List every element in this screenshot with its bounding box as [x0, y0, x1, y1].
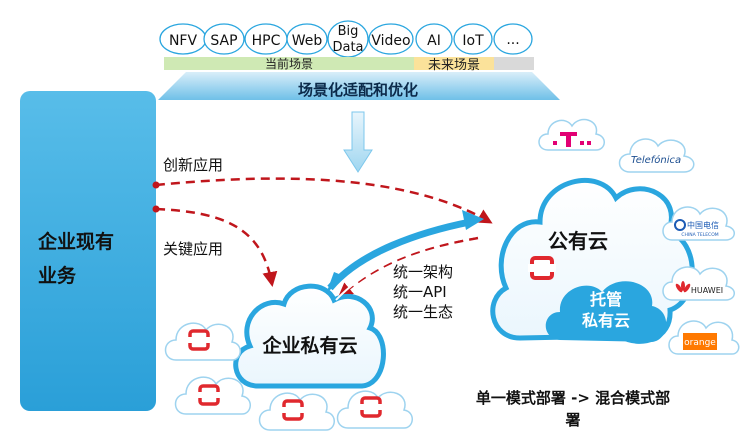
unify-api-label: 统一API [393, 283, 447, 301]
pill-nfv-label: NFV [169, 33, 198, 49]
openstack-icon [196, 384, 222, 406]
pill-video-label: Video [371, 33, 410, 49]
telefonica-logo-cloud: Telefónica [618, 138, 695, 173]
adaptation-band [158, 72, 560, 100]
orange-logo-text: orange [684, 338, 716, 348]
public-cloud-label: 公有云 [548, 229, 608, 253]
pill-web: Web [286, 23, 328, 55]
telekom-logo-cloud [538, 118, 605, 151]
small-private-cloud-4 [336, 390, 413, 429]
private-cloud-label: 企业私有云 [261, 334, 357, 357]
enterprise-business-panel [20, 91, 156, 411]
openstack-icon-public [528, 256, 556, 280]
pill-web-label: Web [292, 33, 323, 49]
enterprise-title-line1: 企业现有 [37, 230, 114, 253]
key-flow-arrow [155, 207, 278, 287]
unify-architecture-label: 统一架构 [393, 263, 453, 281]
pill-video: Video [368, 23, 414, 55]
pill-big-label: Big [338, 24, 359, 39]
enterprise-private-cloud [233, 283, 386, 389]
pill-data-label: Data [332, 40, 363, 55]
pill-nfv: NFV [159, 23, 207, 55]
china-telecom-icon [674, 219, 686, 231]
enterprise-title-line2: 业务 [38, 264, 77, 287]
openstack-icon [186, 329, 212, 351]
small-private-cloud-3 [258, 392, 335, 431]
footer-line2: 署 [564, 411, 580, 429]
pill-sap: SAP [203, 23, 245, 55]
china-telecom-logo-text-en: CHINA TELECOM [681, 232, 718, 238]
pill-sap-label: SAP [210, 33, 237, 49]
footer-line1: 单一模式部署 -> 混合模式部 [476, 389, 670, 407]
small-private-cloud-2 [174, 376, 251, 415]
pill-hpc-label: HPC [252, 33, 281, 49]
current-scenario-label: 当前场景 [265, 56, 313, 71]
pill-big-data: Big Data [327, 20, 369, 58]
current-scenario-bar [164, 57, 414, 70]
telefonica-logo-text: Telefónica [631, 154, 681, 166]
huawei-flower-icon [675, 281, 691, 293]
public-to-private-dashed-arrow [337, 236, 479, 298]
key-app-label: 关键应用 [163, 240, 223, 258]
pill-ai: AI [415, 23, 453, 55]
hosted-private-cloud [545, 281, 667, 342]
pill-hpc: HPC [244, 23, 288, 55]
blue-link-arrowhead-private [326, 272, 344, 294]
innovation-app-label: 创新应用 [163, 156, 223, 174]
hosted-cloud-label-line1: 托管 [590, 290, 622, 309]
huawei-logo-text: HUAWEI [691, 286, 723, 295]
telekom-t-stem [566, 133, 571, 147]
innovation-flow-arrow [155, 177, 493, 224]
more-scenario-bar [494, 57, 534, 70]
future-scenario-label: 未来场景 [428, 58, 480, 73]
openstack-icon [358, 396, 384, 418]
orange-logo-cloud: orange [668, 320, 740, 355]
down-arrow [343, 111, 373, 173]
unify-ecosystem-label: 统一生态 [393, 303, 453, 321]
china-telecom-logo-cloud: 中国电信 CHINA TELECOM [662, 206, 735, 241]
huawei-logo-cloud: HUAWEI [662, 266, 735, 301]
pill-more-label: ... [506, 32, 519, 48]
small-private-cloud-1 [164, 322, 241, 361]
china-telecom-logo-text: 中国电信 [687, 220, 719, 230]
pill-ai-label: AI [427, 33, 441, 49]
blue-link-arrow-highlight [335, 235, 477, 301]
pill-more: ... [493, 23, 533, 55]
pill-iot: IoT [453, 23, 493, 55]
orange-logo-box [683, 333, 717, 350]
pill-iot-label: IoT [462, 33, 484, 49]
scenario-pills: NFV SAP HPC Web Big Data Video AI [159, 20, 533, 58]
openstack-icon [280, 399, 306, 421]
future-scenario-bar [414, 57, 494, 70]
hosted-cloud-label-line2: 私有云 [582, 311, 630, 330]
blue-link-arrowhead-public [462, 210, 484, 230]
adaptation-label: 场景化适配和优化 [298, 81, 418, 99]
telekom-t-bar [560, 132, 577, 136]
